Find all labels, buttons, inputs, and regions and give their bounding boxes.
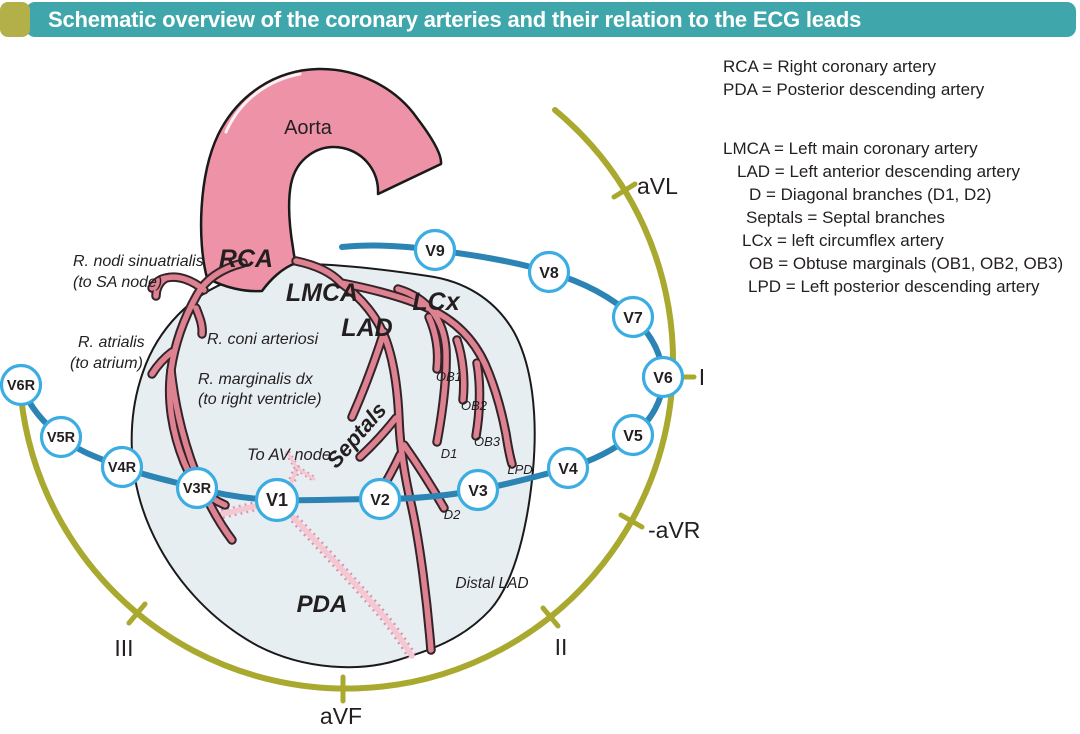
legend-group-rca: RCA = Right coronary artery PDA = Poster… [723,55,984,101]
lead-marker-label: V1 [266,490,288,510]
neg-avr-tick [618,512,645,530]
legend-line-lcx: LCx = left circumflex artery [742,231,944,250]
d2-label: D2 [444,507,461,522]
chest-lead-markers: V9 V8 V7 V6 V5 V4 [0,228,685,523]
legend-line-rca: RCA = Right coronary artery [723,57,937,76]
pda-label: PDA [297,591,348,618]
lmca-label: LMCA [286,279,358,307]
ob1-label: OB1 [436,369,462,384]
aorta-label: Aorta [284,117,333,139]
r-coni-arteriosi-label: R. coni arteriosi [207,331,319,348]
lead-marker-v5r: V5R [39,415,83,459]
rca-coni-artery [193,305,205,337]
to-av-node-label: To AV node [247,446,331,464]
lead-marker-v9: V9 [413,228,457,272]
lead-marker-label: V6R [7,378,36,394]
avl-tick [611,181,638,200]
rca-atrialis-artery [149,349,175,377]
lead-ii-label: II [555,634,568,660]
legend-line-lpd: LPD = Left posterior descending artery [748,277,1040,296]
rca-label: RCA [219,245,273,273]
lead-marker-v2: V2 [358,477,402,521]
lead-marker-v3: V3 [456,468,500,512]
avf-label: aVF [320,703,362,729]
neg-avr-label: -aVR [648,517,700,543]
r-marginalis-label: R. marginalis dx [198,371,314,388]
lead-marker-v1: V1 [254,477,300,523]
pda-artery [282,506,417,659]
r-nodi-sinuatrialis-sub: (to SA node) [73,274,162,291]
legend-line-lmca: LMCA = Left main coronary artery [723,139,978,158]
legend-line-d: D = Diagonal branches (D1, D2) [749,185,992,204]
lead-iii-tick [126,601,148,626]
legend-line-septals: Septals = Septal branches [746,208,945,227]
avl-label: aVL [637,173,678,199]
lead-marker-v8: V8 [527,250,571,294]
lead-marker-label: V5R [47,430,76,446]
title-bar: Schematic overview of the coronary arter… [26,2,1076,37]
d2-artery [401,442,447,511]
d1-artery [395,286,449,445]
distal-lad-label: Distal LAD [455,575,528,592]
lead-marker-v6: V6 [641,355,685,399]
lead-ii-tick [540,605,561,629]
lead-marker-label: V4R [108,460,137,476]
lead-iii-label: III [114,635,133,661]
lead-marker-v4r: V4R [100,445,144,489]
aorta-highlight [224,72,302,134]
legend-group-lmca: LMCA = Left main coronary artery LAD = L… [723,137,1063,298]
ob1-artery [426,314,441,372]
title-accent-square [0,2,30,37]
lead-marker-label: V5 [623,428,643,445]
r-atrialis-label: R. atrialis [78,334,145,351]
limb-lead-arc [18,107,677,692]
r-marginalis-sub: (to right ventricle) [198,391,322,408]
ob3-artery [473,360,483,439]
legend-line-pda: PDA = Posterior descending artery [723,80,985,99]
lead-marker-label: V6 [653,370,673,387]
lcx-label: LCx [412,288,460,316]
lead-marker-v5: V5 [611,413,655,457]
lead-i-label: I [699,364,705,390]
lpd-label: LPD [507,462,532,477]
lead-marker-v7: V7 [611,295,655,339]
lead-marker-label: V3R [183,481,212,497]
limb-lead-labels: aVL I -aVR II aVF III [114,173,705,729]
legend-line-ob: OB = Obtuse marginals (OB1, OB2, OB3) [749,254,1064,273]
lead-marker-label: V3 [468,483,488,500]
lead-marker-v3r: V3R [175,466,219,510]
ob2-label: OB2 [461,398,488,413]
figure-title: Schematic overview of the coronary arter… [48,6,862,32]
lead-marker-v4: V4 [546,446,590,490]
lmca-artery [293,258,344,286]
r-atrialis-sub: (to atrium) [70,355,143,372]
lead-marker-label: V2 [370,492,390,509]
lead-marker-label: V8 [539,265,559,282]
lead-marker-label: V4 [558,461,578,478]
d1-label: D1 [441,446,458,461]
lead-marker-label: V9 [425,243,445,260]
lad-label: LAD [341,314,392,342]
lead-marker-v6r: V6R [0,363,43,407]
ob3-label: OB3 [474,434,501,449]
rca-sinuatrialis-artery [149,274,207,299]
legend-line-lad: LAD = Left anterior descending artery [737,162,1021,181]
r-nodi-sinuatrialis-label: R. nodi sinuatrialis [73,253,204,270]
lad-artery [338,280,434,653]
lcx-artery [338,280,515,467]
ob2-artery [454,337,467,403]
lead-marker-label: V7 [623,310,643,327]
